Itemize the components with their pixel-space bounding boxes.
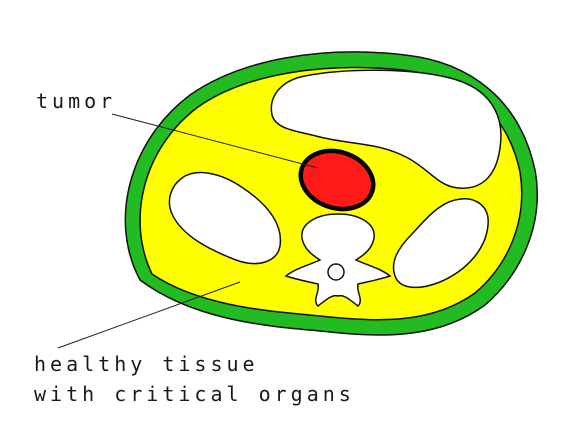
tumor-label: tumor bbox=[36, 91, 116, 111]
healthy-tissue-label-line1: healthy tissue bbox=[34, 354, 259, 374]
healthy-tissue-label-line2: with critical organs bbox=[34, 384, 355, 404]
spinal-canal bbox=[328, 264, 344, 280]
